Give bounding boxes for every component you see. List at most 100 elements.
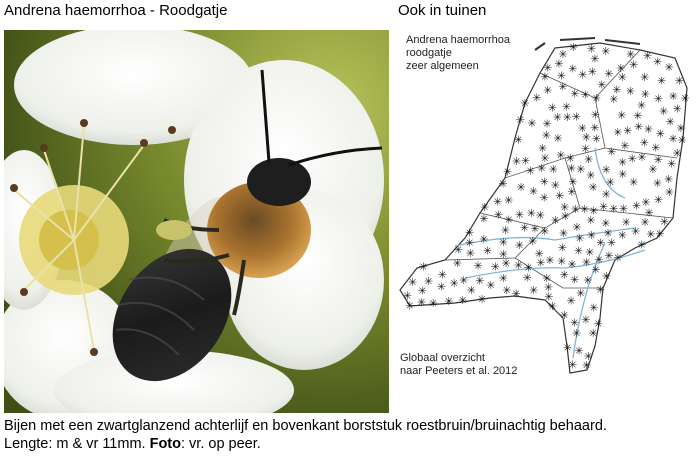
asterisk-icon: ✳ (570, 274, 579, 287)
asterisk-icon: ✳ (560, 268, 569, 281)
caption-description: Bijen met een zwartglanzend achterlijf e… (4, 418, 607, 434)
asterisk-icon: ✳ (626, 48, 635, 61)
asterisk-icon: ✳ (530, 223, 539, 236)
asterisk-icon: ✳ (581, 142, 590, 155)
asterisk-icon: ✳ (454, 244, 463, 257)
asterisk-icon: ✳ (520, 97, 529, 110)
asterisk-icon: ✳ (640, 216, 649, 229)
asterisk-icon: ✳ (545, 254, 554, 267)
asterisk-icon: ✳ (681, 92, 690, 105)
asterisk-icon: ✳ (437, 280, 446, 293)
asterisk-icon: ✳ (459, 274, 468, 287)
asterisk-icon: ✳ (491, 261, 500, 274)
asterisk-icon: ✳ (512, 287, 521, 300)
asterisk-icon: ✳ (617, 109, 626, 122)
bee-photo (4, 30, 389, 413)
asterisk-icon: ✳ (483, 244, 492, 257)
asterisk-icon: ✳ (536, 209, 545, 222)
asterisk-icon: ✳ (592, 92, 601, 105)
asterisk-icon: ✳ (493, 196, 502, 209)
asterisk-icon: ✳ (473, 260, 482, 273)
asterisk-icon: ✳ (553, 111, 562, 124)
asterisk-icon: ✳ (602, 164, 611, 177)
asterisk-icon: ✳ (613, 251, 622, 264)
asterisk-icon: ✳ (592, 133, 601, 146)
asterisk-icon: ✳ (514, 134, 523, 147)
asterisk-icon: ✳ (570, 87, 579, 100)
asterisk-icon: ✳ (591, 109, 600, 122)
caption: Bijen met een zwartglanzend achterlijf e… (4, 417, 607, 453)
asterisk-icon: ✳ (536, 257, 545, 270)
asterisk-icon: ✳ (499, 248, 508, 261)
asterisk-icon: ✳ (657, 75, 666, 88)
asterisk-icon: ✳ (568, 358, 577, 371)
asterisk-icon: ✳ (570, 316, 579, 329)
asterisk-icon: ✳ (537, 162, 546, 175)
asterisk-icon: ✳ (494, 208, 503, 221)
asterisk-icon: ✳ (403, 290, 412, 303)
asterisk-icon: ✳ (453, 257, 462, 270)
asterisk-icon: ✳ (601, 217, 610, 230)
asterisk-icon: ✳ (548, 300, 557, 313)
asterisk-icon: ✳ (574, 345, 583, 358)
asterisk-icon: ✳ (668, 133, 677, 146)
asterisk-icon: ✳ (590, 52, 599, 65)
asterisk-icon: ✳ (612, 84, 621, 97)
map-legend: Andrena haemorrhoa roodgatje zeer algeme… (406, 34, 510, 73)
asterisk-icon: ✳ (583, 274, 592, 287)
asterisk-icon: ✳ (654, 194, 663, 207)
asterisk-icon: ✳ (578, 122, 587, 135)
asterisk-icon: ✳ (675, 75, 684, 88)
asterisk-icon: ✳ (504, 194, 513, 207)
asterisk-icon: ✳ (479, 213, 488, 226)
asterisk-icon: ✳ (628, 153, 637, 166)
caption-photo-note: : vr. op peer. (181, 436, 261, 452)
asterisk-icon: ✳ (560, 201, 569, 214)
asterisk-icon: ✳ (499, 272, 508, 285)
asterisk-icon: ✳ (629, 59, 638, 72)
asterisk-icon: ✳ (618, 71, 627, 84)
asterisk-icon: ✳ (632, 199, 641, 212)
asterisk-icon: ✳ (503, 165, 512, 178)
asterisk-icon: ✳ (529, 185, 538, 198)
observation-markers: ✳✳✳✳✳✳✳✳✳✳✳✳✳✳✳✳✳✳✳✳✳✳✳✳✳✳✳✳✳✳✳✳✳✳✳✳✳✳✳✳… (403, 41, 690, 372)
asterisk-icon: ✳ (540, 175, 549, 188)
asterisk-icon: ✳ (660, 215, 669, 228)
asterisk-icon: ✳ (558, 81, 567, 94)
asterisk-icon: ✳ (561, 210, 570, 223)
asterisk-icon: ✳ (596, 283, 605, 296)
asterisk-icon: ✳ (613, 126, 622, 139)
asterisk-icon: ✳ (666, 116, 675, 129)
asterisk-icon: ✳ (568, 63, 577, 76)
asterisk-icon: ✳ (556, 149, 565, 162)
asterisk-icon: ✳ (566, 294, 575, 307)
asterisk-icon: ✳ (551, 214, 560, 227)
asterisk-icon: ✳ (656, 127, 665, 140)
asterisk-icon: ✳ (602, 270, 611, 283)
asterisk-icon: ✳ (516, 114, 525, 127)
asterisk-icon: ✳ (609, 202, 618, 215)
asterisk-icon: ✳ (405, 299, 414, 312)
asterisk-icon: ✳ (629, 176, 638, 189)
asterisk-icon: ✳ (465, 237, 474, 250)
asterisk-icon: ✳ (540, 152, 549, 165)
asterisk-icon: ✳ (584, 153, 593, 166)
asterisk-icon: ✳ (562, 100, 571, 113)
asterisk-icon: ✳ (597, 78, 606, 91)
asterisk-icon: ✳ (676, 122, 685, 135)
asterisk-icon: ✳ (601, 45, 610, 58)
asterisk-icon: ✳ (542, 129, 551, 142)
asterisk-icon: ✳ (542, 272, 551, 285)
asterisk-icon: ✳ (542, 118, 551, 131)
asterisk-icon: ✳ (438, 268, 447, 281)
asterisk-icon: ✳ (637, 151, 646, 164)
asterisk-icon: ✳ (637, 238, 646, 251)
asterisk-icon: ✳ (514, 259, 523, 272)
asterisk-icon: ✳ (515, 208, 524, 221)
asterisk-icon: ✳ (417, 296, 426, 309)
asterisk-icon: ✳ (553, 132, 562, 145)
asterisk-icon: ✳ (619, 203, 628, 216)
distribution-map: ✳✳✳✳✳✳✳✳✳✳✳✳✳✳✳✳✳✳✳✳✳✳✳✳✳✳✳✳✳✳✳✳✳✳✳✳✳✳✳✳… (399, 37, 690, 374)
asterisk-icon: ✳ (589, 301, 598, 314)
asterisk-icon: ✳ (607, 146, 616, 159)
